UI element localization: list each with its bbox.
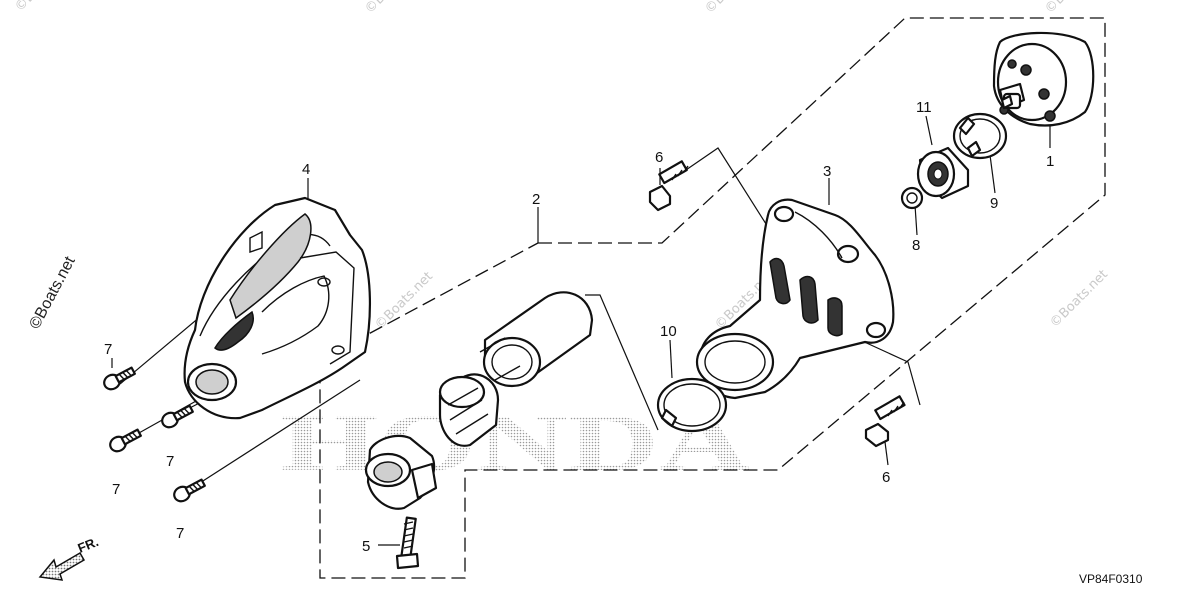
callout-7b: 7 <box>112 481 120 498</box>
watermark: ©Boats.net <box>702 0 766 17</box>
watermark: ©Boats.net <box>1042 0 1106 17</box>
callout-6b: 6 <box>882 469 890 486</box>
part-circlip-10 <box>656 377 728 433</box>
callout-9: 9 <box>990 195 998 212</box>
bolt-6 <box>864 395 906 448</box>
bolt-6 <box>648 160 689 212</box>
callout-3: 3 <box>823 163 831 180</box>
leader-lines <box>111 115 1051 546</box>
callouts: 1 2 3 4 5 6 6 7 7 7 7 8 9 10 11 <box>104 99 1054 555</box>
callout-7a: 7 <box>104 341 112 358</box>
part-drive-flange-1 <box>992 31 1095 127</box>
part-gear-case <box>695 198 895 400</box>
watermark: ©Boats.net <box>372 269 436 333</box>
screw-7 <box>103 366 136 391</box>
callout-1: 1 <box>1046 153 1054 170</box>
callout-7c: 7 <box>166 453 174 470</box>
callout-4: 4 <box>302 161 310 178</box>
callout-7d: 7 <box>176 525 184 542</box>
callout-2: 2 <box>532 191 540 208</box>
callout-6a: 6 <box>655 149 663 166</box>
diagram-code: VP84F0310 <box>1079 572 1143 586</box>
screw-7 <box>173 478 206 503</box>
callout-8: 8 <box>912 237 920 254</box>
part-bearing-11 <box>916 146 970 200</box>
part-washer-8 <box>900 186 924 210</box>
watermark: ©Boats.net <box>12 0 76 15</box>
watermark-dark: ©Boats.net <box>27 253 80 332</box>
callout-5: 5 <box>362 538 370 555</box>
part-shaft-cover <box>183 196 372 420</box>
assembly-outline <box>319 17 1106 579</box>
callout-11: 11 <box>916 99 932 116</box>
watermark: ©Boats.net <box>362 0 426 17</box>
front-label: FR. <box>76 534 101 556</box>
front-direction-indicator: FR. <box>38 534 101 581</box>
callout-10: 10 <box>660 323 677 340</box>
part-pipe-clamp <box>364 291 594 510</box>
watermark: ©Boats.net <box>1047 267 1111 331</box>
front-arrow-icon <box>38 551 86 581</box>
screw-7 <box>109 428 142 453</box>
part-ring-9 <box>952 112 1008 160</box>
bolt-5 <box>395 516 420 570</box>
screw-7 <box>161 404 194 429</box>
